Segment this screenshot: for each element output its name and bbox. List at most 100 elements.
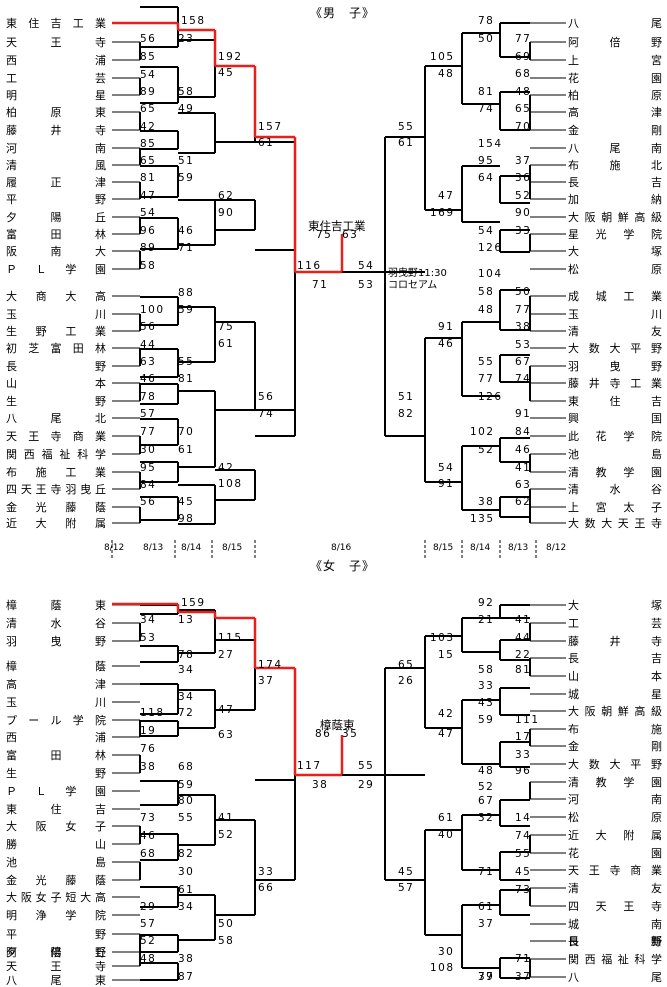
boys-left-score: 95 (140, 462, 157, 474)
boys-right-score: 47 (438, 190, 455, 202)
name-char: 施 (35, 466, 47, 479)
name-char: 島 (95, 856, 106, 869)
boys-left-team: 履正津 (6, 176, 106, 189)
name-char: 明 (6, 89, 17, 102)
name-char: 大 (65, 290, 77, 303)
girls-left-team: 池島 (6, 856, 106, 869)
boys-left-score: 100 (140, 304, 165, 316)
girls-right-team: 大阪朝鮮高級 (568, 705, 662, 718)
boys-left-score: 61 (218, 338, 235, 350)
girls-left-team: 西浦 (6, 731, 106, 744)
name-char: 花 (568, 847, 579, 860)
name-char: 剛 (651, 740, 662, 753)
name-char: 八 (568, 971, 579, 984)
boys-right-score: 68 (515, 68, 532, 80)
name-char: 東 (95, 599, 106, 612)
name-char: 阪 (584, 705, 596, 718)
girls-right-score: 22 (515, 649, 532, 661)
girls-right-score: 47 (438, 728, 455, 740)
boys-right-score: 46 (515, 444, 532, 456)
name-char: 朝 (601, 211, 613, 224)
boys-left-score: 54 (140, 207, 157, 219)
girls-left-score: 27 (218, 649, 235, 661)
name-char: 風 (95, 159, 106, 172)
boys-venue-line2: コロセアム (388, 280, 438, 291)
girls-right-score: 37 (478, 971, 495, 983)
name-char: 太 (623, 501, 635, 514)
girls-right-score: 40 (438, 829, 455, 841)
name-char: 谷 (651, 483, 662, 496)
name-char: 住 (50, 803, 62, 816)
name-char: 属 (650, 829, 662, 842)
boys-right-team: 阿倍野 (568, 36, 662, 49)
boys-right-score: 135 (470, 513, 495, 525)
name-char: 長 (568, 176, 579, 189)
name-char: 松 (568, 263, 579, 276)
name-char: 大 (568, 245, 579, 258)
name-char: 住 (609, 395, 621, 408)
name-char: 柏 (6, 106, 17, 119)
name-char: 大 (95, 245, 106, 258)
boys-left-score: 46 (140, 373, 157, 385)
name-char: 東 (95, 974, 106, 987)
boys-title: 《男 子》 (310, 6, 376, 20)
name-char: 樟 (6, 660, 17, 673)
name-char: 玉 (568, 308, 579, 321)
name-char: 院 (650, 228, 662, 241)
boys-right-score: 65 (515, 103, 532, 115)
girls-right-team: 花園 (568, 847, 662, 860)
girls-left-score: 30 (178, 866, 195, 878)
girls-right-score: 29 (358, 779, 375, 791)
boys-right-team: 清友 (568, 325, 662, 338)
name-char: 南 (651, 142, 662, 155)
girls-left-score: 34 (178, 691, 195, 703)
name-char: 寺 (95, 36, 106, 49)
name-char: 八 (568, 142, 579, 155)
name-char: 工 (65, 466, 77, 479)
name-char: 福 (41, 448, 53, 461)
boys-right-team: 布施北 (568, 159, 662, 172)
name-char: 子 (50, 891, 62, 904)
boys-right-score: 126 (478, 242, 503, 254)
name-char: 業 (651, 377, 662, 390)
boys-right-team: 此花学院 (568, 430, 662, 443)
boys-left-score: 85 (140, 51, 157, 63)
name-char: 園 (651, 72, 662, 85)
name-char: 曳 (80, 483, 92, 496)
girls-left-score: 13 (178, 614, 195, 626)
name-char: 大 (80, 891, 92, 904)
name-char: 西 (6, 54, 17, 67)
girls-left-score: 68 (178, 761, 195, 773)
boys-left-team: 柏原東 (6, 106, 106, 119)
name-char: 学 (65, 785, 77, 798)
boys-right-team: 大阪朝鮮高級 (568, 211, 662, 224)
boys-left-score: 70 (178, 426, 195, 438)
boys-right-score: 95 (478, 155, 495, 167)
boys-right-team: 花園 (568, 72, 662, 85)
name-char: 羽 (6, 635, 17, 648)
girls-right-team: 城南 (568, 918, 662, 931)
name-char: 野 (651, 758, 662, 771)
name-char: 長 (6, 360, 17, 373)
girls-left-score: 53 (140, 632, 157, 644)
name-char: 生 (6, 325, 17, 338)
name-char: Ｐ (6, 785, 17, 798)
girls-right-score: 44 (515, 632, 532, 644)
boys-left-team: 金光藤蔭 (6, 501, 106, 514)
boys-left-score: 42 (140, 121, 157, 133)
name-char: 池 (568, 448, 579, 461)
name-char: 清 (568, 325, 579, 338)
boys-left-score: 71 (178, 242, 195, 254)
girls-right-score: 61 (478, 901, 495, 913)
name-char: 布 (568, 159, 579, 172)
name-char: 星 (95, 89, 106, 102)
boys-left-team: 近大附属 (6, 517, 106, 530)
name-char: 科 (77, 448, 89, 461)
boys-left-score: 89 (140, 86, 157, 98)
name-char: 池 (6, 856, 17, 869)
round-date-label: 8/13 (143, 543, 164, 553)
girls-right-team: 関西福祉科学 (568, 953, 662, 966)
name-char: 阪 (20, 891, 32, 904)
boys-right-score: 36 (515, 172, 532, 184)
name-char: 金 (6, 874, 17, 887)
